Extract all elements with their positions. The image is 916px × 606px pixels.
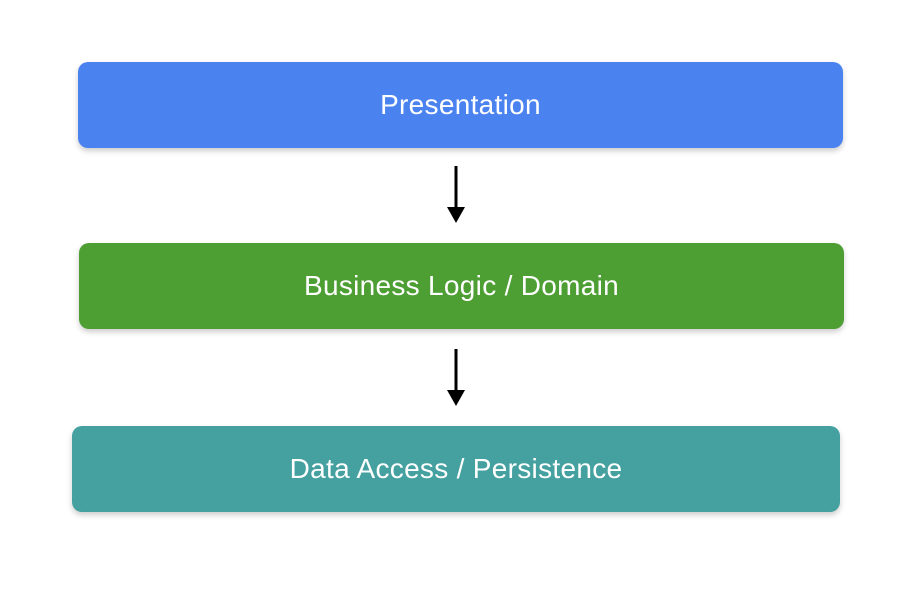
- layer-label-presentation: Presentation: [380, 89, 541, 120]
- down-arrow-icon: [447, 166, 465, 223]
- layer-box-business-logic: Business Logic / Domain: [79, 243, 844, 329]
- arrow-head: [447, 207, 465, 223]
- layer-box-presentation: Presentation: [78, 62, 843, 148]
- layer-label-data-access: Data Access / Persistence: [289, 453, 623, 484]
- arrow-head: [447, 390, 465, 406]
- layer-box-data-access: Data Access / Persistence: [72, 426, 840, 512]
- layer-label-business-logic: Business Logic / Domain: [303, 270, 620, 301]
- down-arrow-icon: [447, 349, 465, 406]
